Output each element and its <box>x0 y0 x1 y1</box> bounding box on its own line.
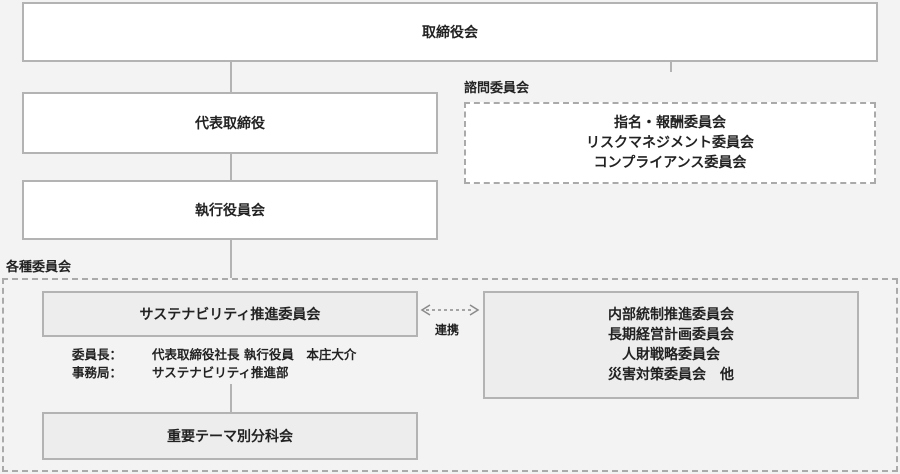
human-capital-committee: 人財戦略委員会 <box>622 347 720 363</box>
board-of-directors-label: 取締役会 <box>422 25 478 41</box>
link-arrow-icon <box>420 304 480 316</box>
disaster-committee: 災害対策委員会 他 <box>608 367 734 383</box>
subcommittee-label: 重要テーマ別分科会 <box>167 429 293 445</box>
advisory-committee-box: 指名・報酬委員会 リスクマネジメント委員会 コンプライアンス委員会 <box>464 102 876 184</box>
internal-control-committee: 内部統制推進委員会 <box>608 307 734 323</box>
representative-director-label: 代表取締役 <box>195 116 265 132</box>
subcommittee-box: 重要テーマ別分科会 <box>42 412 418 460</box>
connector-board-president <box>230 62 232 92</box>
representative-director-box: 代表取締役 <box>22 92 438 154</box>
advisory-item-risk-management: リスクマネジメント委員会 <box>586 135 754 151</box>
other-committees-box: 内部統制推進委員会 長期経営計画委員会 人財戦略委員会 災害対策委員会 他 <box>483 291 859 399</box>
connector-board-advisory <box>670 62 672 72</box>
chair-key: 委員長： <box>72 347 123 362</box>
executive-committee-box: 執行役員会 <box>22 180 438 240</box>
sustainability-committee-label: サステナビリティ推進委員会 <box>139 307 321 323</box>
secretariat-key: 事務局： <box>72 365 123 380</box>
advisory-item-nomination-remuneration: 指名・報酬委員会 <box>614 115 726 131</box>
long-term-plan-committee: 長期経営計画委員会 <box>608 327 734 343</box>
committees-group-title: 各種委員会 <box>6 260 72 275</box>
executive-committee-label: 執行役員会 <box>195 203 265 219</box>
sustainability-committee-box: サステナビリティ推進委員会 <box>42 291 418 337</box>
chair-value: 代表取締役社長 執行役員 本庄大介 <box>152 347 357 362</box>
connector-president-executive <box>230 154 232 180</box>
secretariat-value: サステナビリティ推進部 <box>152 365 289 380</box>
committee-note: 委員長： 代表取締役社長 執行役員 本庄大介 事務局： サステナビリティ推進部 <box>72 346 356 382</box>
board-of-directors-box: 取締役会 <box>22 2 878 62</box>
committees-group-box <box>2 278 898 472</box>
chair-row: 委員長： 代表取締役社長 執行役員 本庄大介 <box>72 346 356 364</box>
connector-sustainability-subcommittee <box>230 384 232 412</box>
link-label: 連携 <box>435 323 460 337</box>
advisory-committee-title: 諮問委員会 <box>464 81 530 96</box>
connector-executive-committees <box>230 240 232 278</box>
advisory-item-compliance: コンプライアンス委員会 <box>593 155 747 171</box>
secretariat-row: 事務局： サステナビリティ推進部 <box>72 364 356 382</box>
